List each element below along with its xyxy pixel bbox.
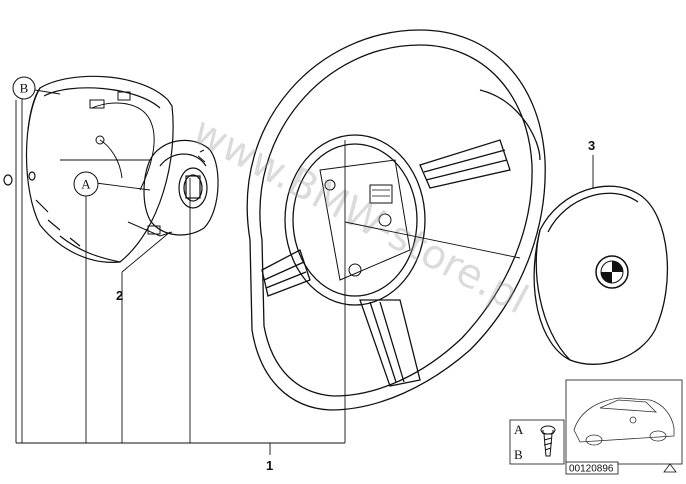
callout-1: 1 — [266, 458, 273, 473]
car-thumbnail — [573, 397, 675, 446]
watermark-text: www.BMW-store.pl — [185, 108, 535, 323]
svg-text:B: B — [20, 81, 29, 96]
horn-pad-cover — [533, 185, 669, 365]
rear-cover-shell — [3, 75, 174, 263]
legend-a: A — [514, 422, 524, 437]
legend-b: B — [514, 447, 523, 462]
marker-b: B — [12, 76, 36, 100]
car-thumbnail-box: 00120896 — [565, 379, 683, 475]
steering-wheel — [246, 29, 546, 411]
marker-a: A — [73, 171, 99, 197]
screw-legend-box: A B — [509, 419, 565, 465]
svg-text:A: A — [81, 177, 91, 192]
screw-icon — [540, 425, 556, 457]
corner-mark-icon — [663, 463, 677, 473]
diagram-ref: 00120896 — [569, 464, 614, 475]
leader-lines — [15, 89, 594, 455]
callout-3: 3 — [588, 138, 595, 153]
horn-cover-emblem — [595, 255, 629, 289]
callout-2: 2 — [116, 288, 123, 303]
slip-ring-unit — [143, 139, 219, 236]
